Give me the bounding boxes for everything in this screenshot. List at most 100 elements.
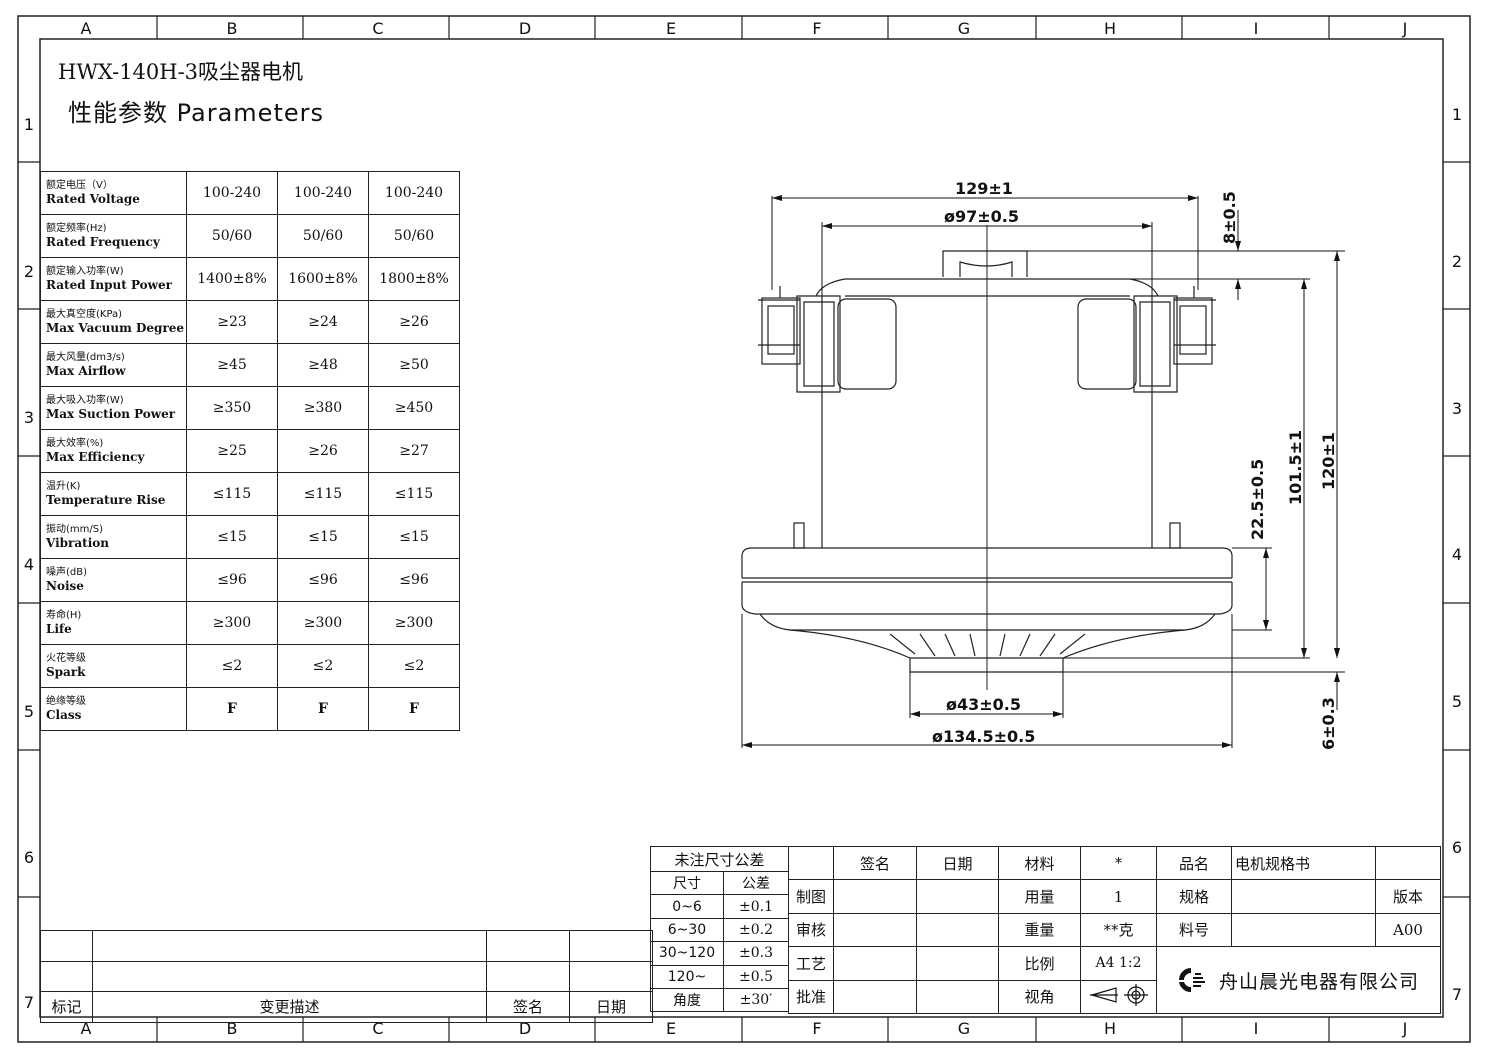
row-label-1: 1 [23, 115, 35, 134]
revision-block: 标记 变更描述 签名 日期 [40, 930, 653, 1023]
version-label: 版本 [1375, 879, 1441, 914]
parameter-label-en: Noise [46, 579, 84, 593]
parameter-value: ≥380 [277, 386, 369, 430]
parameter-value: ≥300 [277, 601, 369, 645]
parameter-label-en: Max Efficiency [46, 450, 145, 464]
parameter-row: 温升(K)Temperature Rise≤115≤115≤115 [40, 472, 460, 516]
company-logo-icon [1179, 968, 1205, 993]
col-label-f: F [812, 19, 822, 38]
scale-label: 比例 [998, 946, 1081, 981]
parameter-value: ≥24 [277, 300, 369, 344]
parameter-value: ≥26 [368, 300, 460, 344]
parameter-row: 振动(mm/S)Vibration≤15≤15≤15 [40, 515, 460, 559]
revision-mark-label: 标记 [40, 991, 93, 1023]
parameter-label-cn: 最大真空度(KPa) [46, 309, 123, 320]
dim-height-120: 120±1 [1319, 432, 1338, 490]
dim-height-101: 101.5±1 [1286, 430, 1305, 505]
row-label-6: 6 [23, 848, 35, 867]
revision-date-label: 日期 [569, 991, 653, 1023]
parameter-label-cn: 寿命(H) [46, 610, 82, 621]
col-label-d-bottom: D [518, 1019, 532, 1038]
tolerance-value: ±0.1 [723, 894, 789, 919]
row-label-3: 3 [23, 408, 35, 427]
check-label: 审核 [788, 912, 834, 948]
col-label-c-bottom: C [372, 1019, 384, 1038]
row-label-3-right: 3 [1451, 399, 1463, 418]
parameter-value: ≥25 [186, 429, 278, 473]
parameter-label: 额定输入功率(W)Rated Input Power [40, 257, 187, 301]
tolerance-value: ±0.2 [723, 917, 789, 943]
tolerance-col-tol: 公差 [723, 870, 789, 896]
parameter-label-cn: 额定输入功率(W) [46, 266, 124, 277]
dim-bottom-6: 6±0.3 [1319, 697, 1338, 750]
parameter-label-cn: 振动(mm/S) [46, 524, 104, 535]
parameter-label: 最大风量(dm3/s)Max Airflow [40, 343, 187, 387]
parameter-value: ≥300 [186, 601, 278, 645]
row-label-4: 4 [23, 555, 35, 574]
model-title: HWX-140H-3吸尘器电机 [58, 60, 304, 84]
parameter-value: 100-240 [186, 171, 278, 215]
projection-symbol-icon [1089, 983, 1148, 1006]
process-label: 工艺 [788, 946, 834, 981]
col-label-c: C [372, 19, 384, 38]
revision-sign-label: 签名 [486, 991, 570, 1023]
draw-label: 制图 [788, 879, 834, 914]
col-label-j: J [1402, 19, 1408, 38]
col-label-i: I [1253, 19, 1259, 38]
row-label-6-right: 6 [1451, 838, 1463, 857]
parameter-label-en: Vibration [46, 536, 109, 550]
title-block: 签名 日期 材料 * 品名 电机规格书 制图 用量 1 规格 版本 审核 重量 … [788, 845, 1441, 1014]
parameter-row: 最大风量(dm3/s)Max Airflow≥45≥48≥50 [40, 343, 460, 387]
spec-label: 规格 [1156, 879, 1232, 914]
tolerance-value: ±0.3 [723, 941, 789, 966]
col-label-g-bottom: G [957, 1019, 971, 1038]
row-label-7: 7 [23, 993, 35, 1012]
parameter-label-cn: 最大效率(%) [46, 438, 104, 449]
parameter-value: ≤115 [277, 472, 369, 516]
row-label-4-right: 4 [1451, 545, 1463, 564]
parameter-value: 50/60 [368, 214, 460, 258]
dim-dia-97: ø97±0.5 [944, 207, 1019, 226]
parameter-label-cn: 额定电压（V） [46, 180, 113, 191]
tolerance-value: ±30′ [723, 987, 789, 1013]
col-label-a-bottom: A [80, 1019, 92, 1038]
col-label-e-bottom: E [665, 1019, 677, 1038]
col-label-d: D [518, 19, 532, 38]
col-label-g: G [957, 19, 971, 38]
col-label-h: H [1103, 19, 1117, 38]
parameter-label: 额定频率(Hz)Rated Frequency [40, 214, 187, 258]
parameter-label-en: Life [46, 622, 72, 636]
parameter-label: 额定电压（V）Rated Voltage [40, 171, 187, 215]
parameter-label-en: Rated Voltage [46, 192, 140, 206]
material-label: 材料 [998, 845, 1081, 881]
qty-value: 1 [1080, 879, 1157, 914]
parameter-label: 寿命(H)Life [40, 601, 187, 645]
product-value: 电机规格书 [1231, 845, 1376, 881]
col-label-h-bottom: H [1103, 1019, 1117, 1038]
dim-top-8: 8±0.5 [1220, 191, 1239, 244]
col-label-b: B [226, 19, 238, 38]
parameter-value: ≤115 [186, 472, 278, 516]
parameter-value: ≤115 [368, 472, 460, 516]
parameter-row: 最大吸入功率(W)Max Suction Power≥350≥380≥450 [40, 386, 460, 430]
parameter-value: ≥300 [368, 601, 460, 645]
parameter-value: 50/60 [277, 214, 369, 258]
parameter-label-en: Temperature Rise [46, 493, 166, 507]
tolerance-value: ±0.5 [723, 964, 789, 989]
date-header: 日期 [916, 845, 999, 881]
parameter-value: 50/60 [186, 214, 278, 258]
parameter-label-cn: 温升(K) [46, 481, 81, 492]
dim-dia-134: ø134.5±0.5 [932, 727, 1035, 746]
row-label-1-right: 1 [1451, 105, 1463, 124]
parameter-value: 1400±8% [186, 257, 278, 301]
parameter-value: F [368, 687, 460, 731]
tolerance-title: 未注尺寸公差 [650, 846, 789, 872]
col-label-i-bottom: I [1253, 1019, 1259, 1038]
parameter-value: ≤15 [368, 515, 460, 559]
parameter-value: 1800±8% [368, 257, 460, 301]
